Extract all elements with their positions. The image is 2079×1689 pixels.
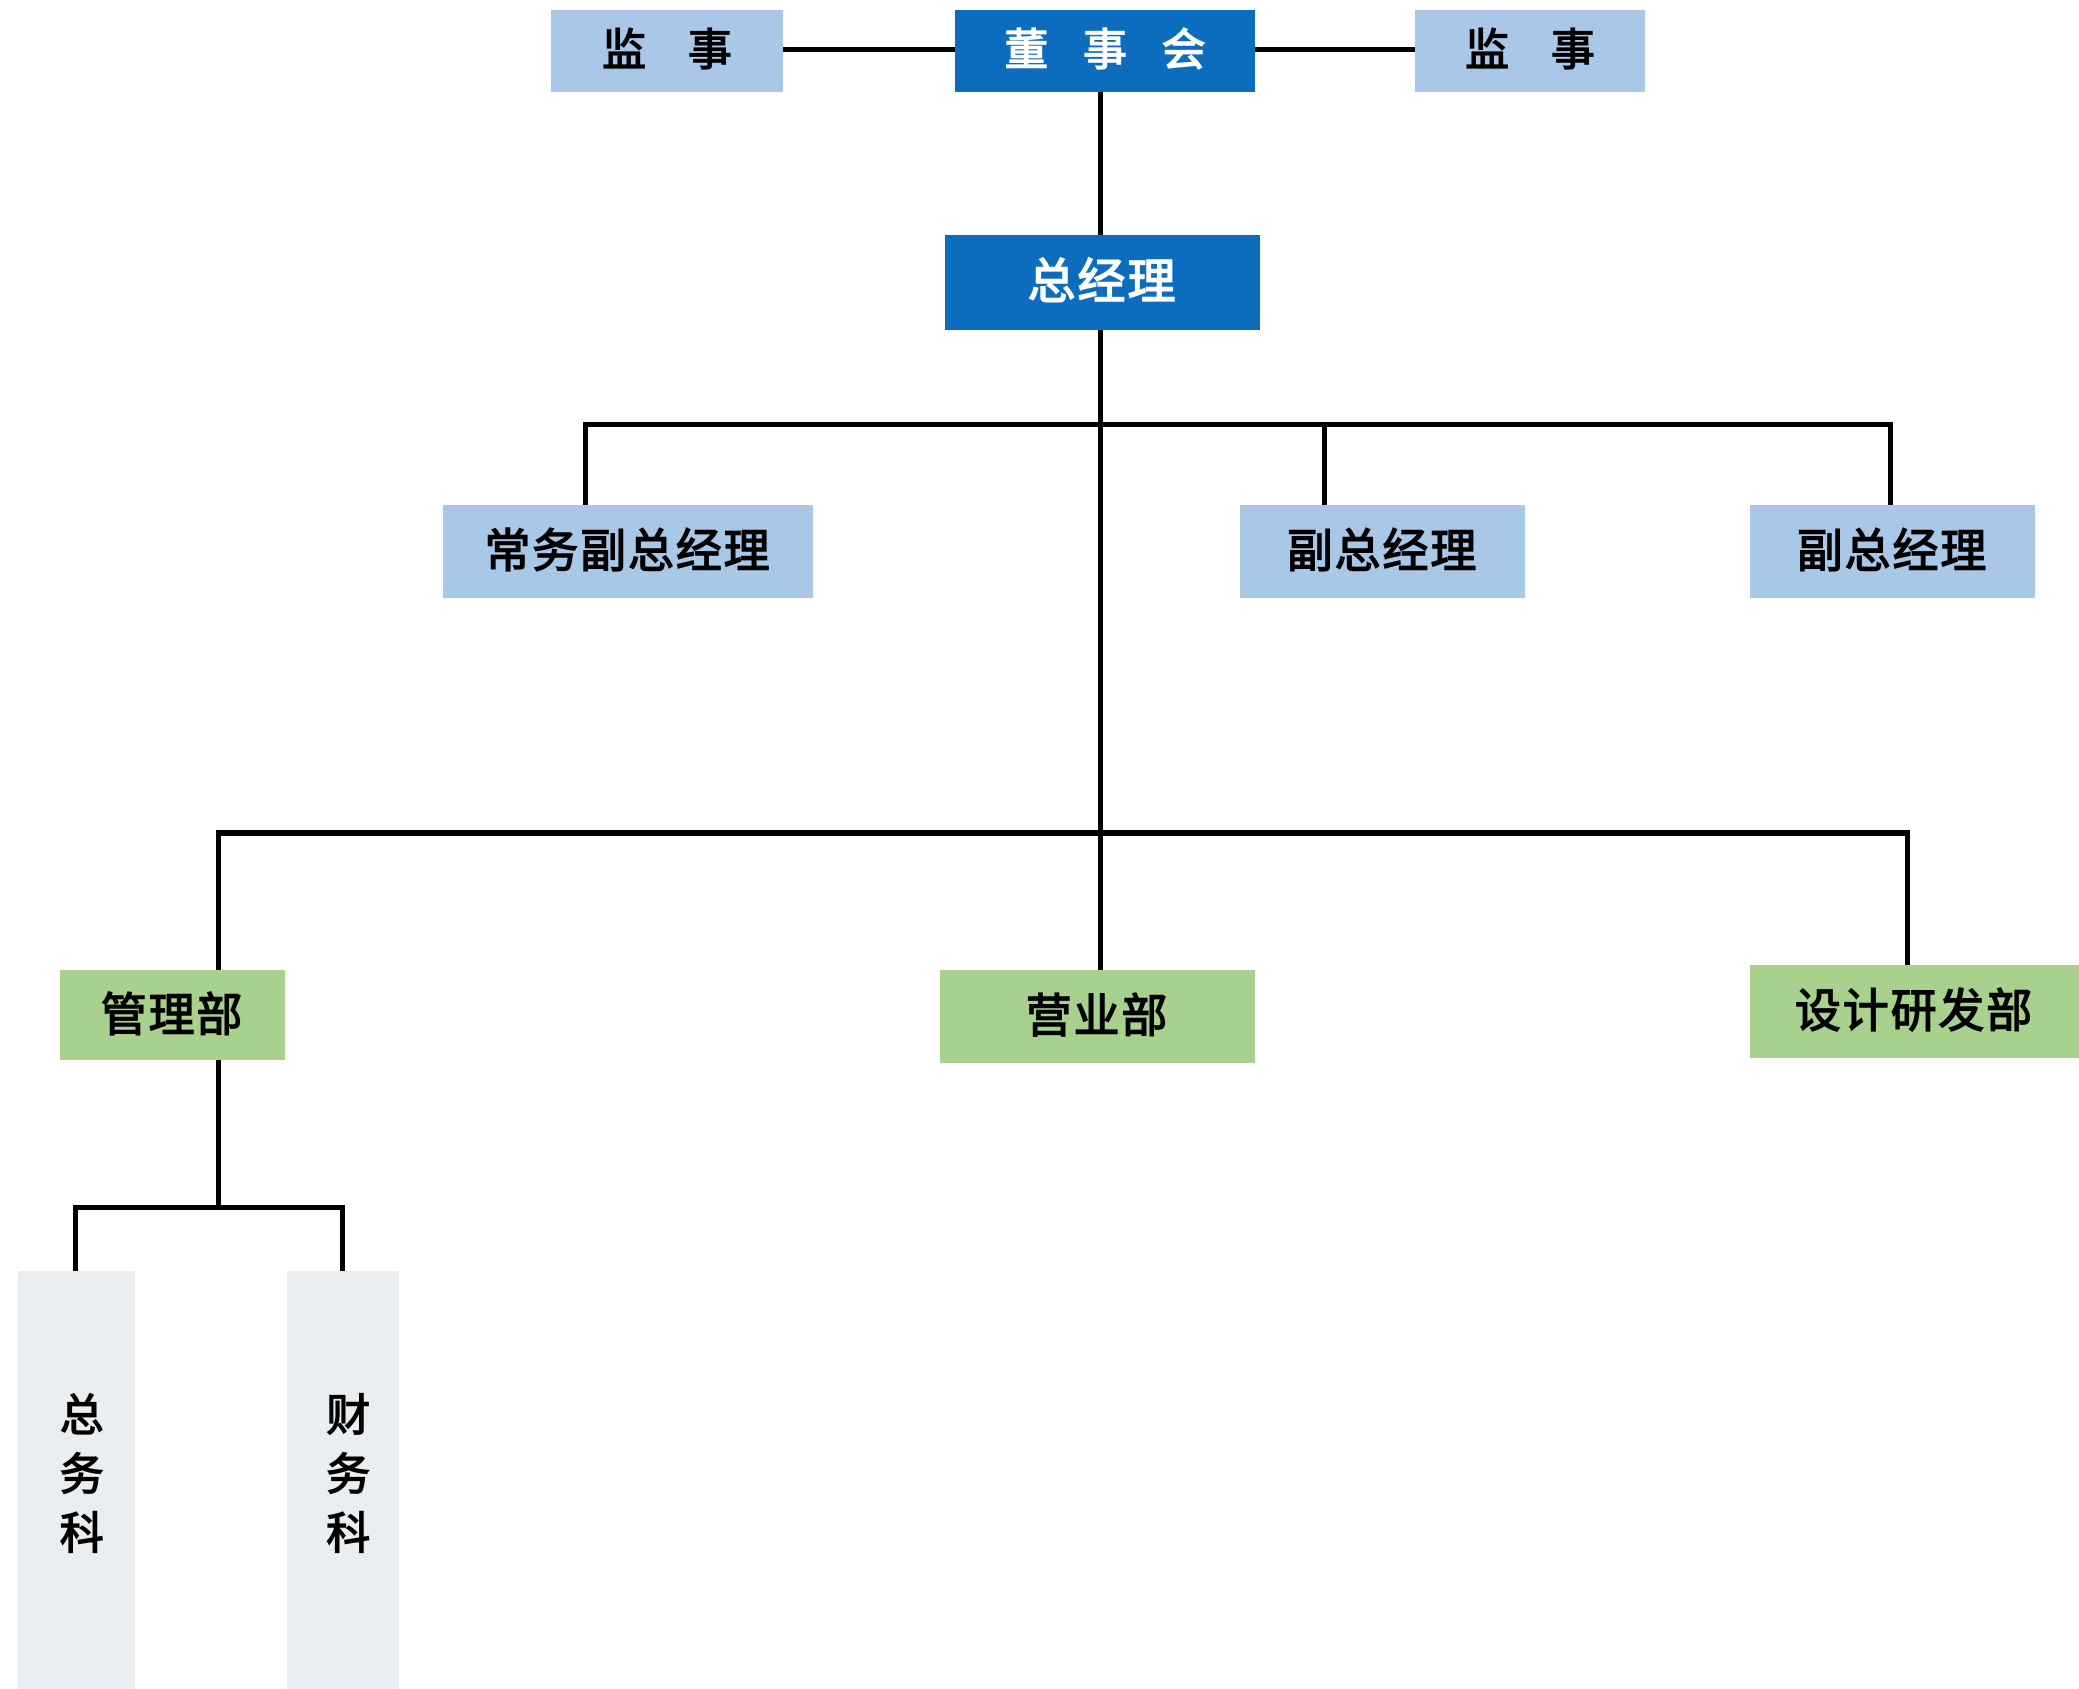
connector-executive-bus: [583, 422, 1893, 427]
connector-trunk-board-to-gm: [1098, 92, 1103, 235]
node-department-administration[interactable]: 管理部: [60, 970, 285, 1060]
node-section-general-affairs[interactable]: 总务科: [18, 1271, 135, 1689]
node-executive-vice-general-manager[interactable]: 常务副总经理: [443, 505, 813, 598]
node-general-manager[interactable]: 总经理: [945, 235, 1260, 330]
connector-drop-vp-right: [1888, 422, 1893, 505]
node-board-of-directors[interactable]: 董 事 会: [955, 10, 1255, 92]
connector-drop-section-finance: [340, 1205, 345, 1273]
connector-supervisor-left-to-board: [783, 47, 955, 52]
connector-drop-exec-vp: [583, 422, 588, 505]
node-supervisor-left[interactable]: 监 事: [551, 10, 783, 92]
node-section-finance[interactable]: 财务科: [287, 1271, 399, 1689]
connector-trunk-gm-to-department-bus: [1098, 330, 1103, 833]
connector-section-bus: [73, 1205, 345, 1210]
connector-department-bus: [216, 830, 1910, 836]
connector-drop-dept-rnd: [1905, 830, 1910, 965]
node-vice-general-manager-mid[interactable]: 副总经理: [1240, 505, 1525, 598]
connector-board-to-supervisor-right: [1255, 47, 1415, 52]
node-supervisor-right[interactable]: 监 事: [1415, 10, 1645, 92]
connector-drop-section-general-affairs: [73, 1205, 78, 1273]
node-department-design-rnd[interactable]: 设计研发部: [1750, 965, 2079, 1058]
connector-drop-dept-sales: [1098, 830, 1103, 970]
node-vice-general-manager-right[interactable]: 副总经理: [1750, 505, 2035, 598]
connector-drop-vp-mid: [1322, 422, 1327, 505]
node-department-sales[interactable]: 营业部: [940, 970, 1255, 1063]
connector-admin-to-section-bus: [216, 1060, 221, 1208]
connector-drop-dept-admin: [216, 830, 221, 970]
